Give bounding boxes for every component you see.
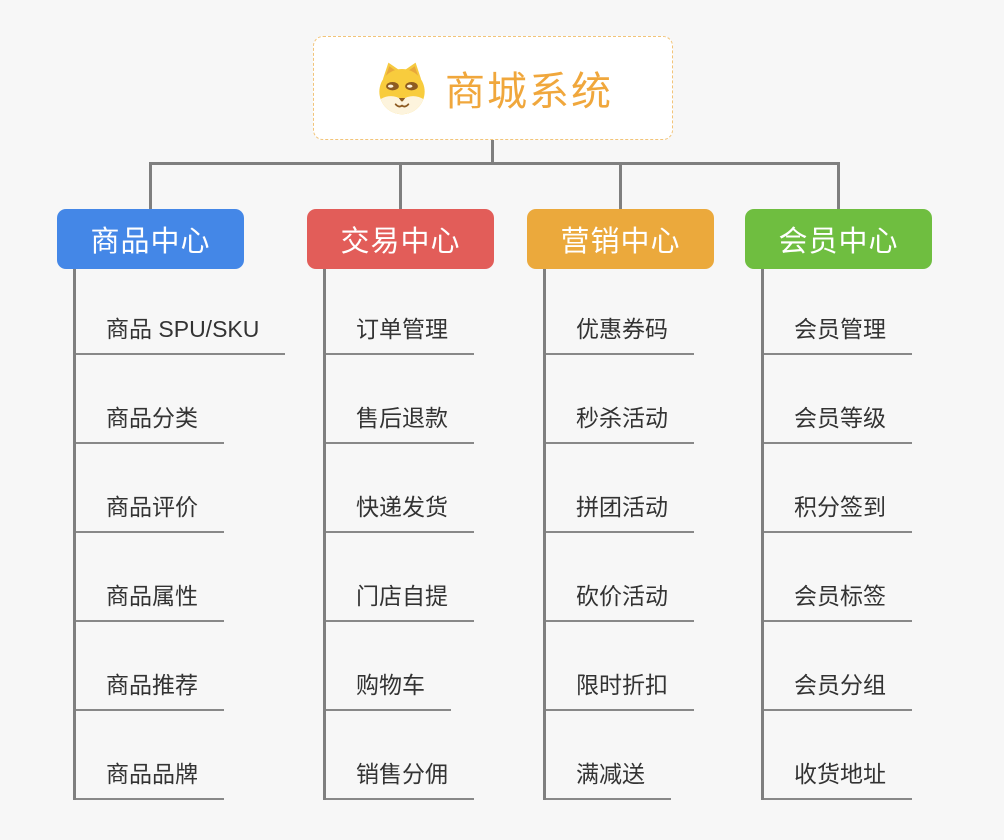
child-slot: 会员标签 xyxy=(764,533,932,622)
child-node[interactable]: 购物车 xyxy=(326,666,451,711)
child-slot: 会员管理 xyxy=(764,269,932,355)
child-slot: 秒杀活动 xyxy=(546,355,714,444)
child-node[interactable]: 商品分类 xyxy=(76,399,224,444)
child-slot: 销售分佣 xyxy=(326,711,494,800)
branch-node[interactable]: 商品中心 xyxy=(57,209,244,269)
root-node[interactable]: 商城系统 xyxy=(313,36,673,140)
child-slot: 收货地址 xyxy=(764,711,932,800)
doge-icon xyxy=(379,62,425,115)
root-label: 商城系统 xyxy=(445,70,613,114)
child-node[interactable]: 快递发货 xyxy=(326,488,474,533)
child-node[interactable]: 商品品牌 xyxy=(76,755,224,800)
child-node[interactable]: 秒杀活动 xyxy=(546,399,694,444)
branch: 商品中心 商品 SPU/SKU 商品分类 商品评价 商品属性 商品推荐 商品品牌 xyxy=(57,209,286,800)
child-slot: 商品 SPU/SKU xyxy=(76,269,286,355)
branch-label: 营销中心 xyxy=(560,226,681,258)
child-node[interactable]: 门店自提 xyxy=(326,577,474,622)
child-slot: 门店自提 xyxy=(326,533,494,622)
child-slot: 积分签到 xyxy=(764,444,932,533)
child-node[interactable]: 销售分佣 xyxy=(326,755,474,800)
connector-drop xyxy=(837,162,840,209)
branch-children: 会员管理 会员等级 积分签到 会员标签 会员分组 收货地址 xyxy=(761,269,932,800)
branch-node[interactable]: 营销中心 xyxy=(527,209,714,269)
child-node[interactable]: 售后退款 xyxy=(326,399,474,444)
child-slot: 购物车 xyxy=(326,622,494,711)
child-slot: 限时折扣 xyxy=(546,622,714,711)
branch-node[interactable]: 交易中心 xyxy=(307,209,494,269)
child-node[interactable]: 会员标签 xyxy=(764,577,912,622)
child-slot: 会员等级 xyxy=(764,355,932,444)
child-node[interactable]: 商品 SPU/SKU xyxy=(76,310,286,355)
child-slot: 优惠券码 xyxy=(546,269,714,355)
child-slot: 商品推荐 xyxy=(76,622,244,711)
branch-label: 会员中心 xyxy=(778,226,899,258)
branch-children: 优惠券码 秒杀活动 拼团活动 砍价活动 限时折扣 满减送 xyxy=(543,269,714,800)
child-slot: 砍价活动 xyxy=(546,533,714,622)
child-node[interactable]: 会员分组 xyxy=(764,666,912,711)
child-slot: 商品属性 xyxy=(76,533,244,622)
child-slot: 拼团活动 xyxy=(546,444,714,533)
child-slot: 快递发货 xyxy=(326,444,494,533)
child-node[interactable]: 商品推荐 xyxy=(76,666,224,711)
child-node[interactable]: 订单管理 xyxy=(326,310,474,355)
child-node[interactable]: 商品属性 xyxy=(76,577,224,622)
branch-children: 订单管理 售后退款 快递发货 门店自提 购物车 销售分佣 xyxy=(323,269,494,800)
branch: 交易中心 订单管理 售后退款 快递发货 门店自提 购物车 销售分佣 xyxy=(307,209,494,800)
connector-drop xyxy=(149,162,152,209)
child-node[interactable]: 砍价活动 xyxy=(546,577,694,622)
connector-horizontal-bar xyxy=(149,162,840,165)
child-node[interactable]: 收货地址 xyxy=(764,755,912,800)
child-node[interactable]: 拼团活动 xyxy=(546,488,694,533)
child-node[interactable]: 商品评价 xyxy=(76,488,224,533)
child-slot: 商品品牌 xyxy=(76,711,244,800)
branch: 营销中心 优惠券码 秒杀活动 拼团活动 砍价活动 限时折扣 满减送 xyxy=(527,209,714,800)
connector-drop xyxy=(619,162,622,209)
branch-children: 商品 SPU/SKU 商品分类 商品评价 商品属性 商品推荐 商品品牌 xyxy=(73,269,286,800)
connector-drop xyxy=(399,162,402,209)
child-node[interactable]: 会员等级 xyxy=(764,399,912,444)
child-slot: 会员分组 xyxy=(764,622,932,711)
connector-root-stem xyxy=(491,140,494,164)
child-node[interactable]: 限时折扣 xyxy=(546,666,694,711)
child-slot: 商品分类 xyxy=(76,355,244,444)
child-node[interactable]: 积分签到 xyxy=(764,488,912,533)
child-slot: 订单管理 xyxy=(326,269,494,355)
branch-label: 交易中心 xyxy=(340,226,461,258)
branch: 会员中心 会员管理 会员等级 积分签到 会员标签 会员分组 收货地址 xyxy=(745,209,932,800)
child-node[interactable]: 满减送 xyxy=(546,755,671,800)
child-node[interactable]: 优惠券码 xyxy=(546,310,694,355)
branch-label: 商品中心 xyxy=(90,226,211,258)
child-slot: 商品评价 xyxy=(76,444,244,533)
child-slot: 售后退款 xyxy=(326,355,494,444)
child-node[interactable]: 会员管理 xyxy=(764,310,912,355)
branch-node[interactable]: 会员中心 xyxy=(745,209,932,269)
child-slot: 满减送 xyxy=(546,711,714,800)
